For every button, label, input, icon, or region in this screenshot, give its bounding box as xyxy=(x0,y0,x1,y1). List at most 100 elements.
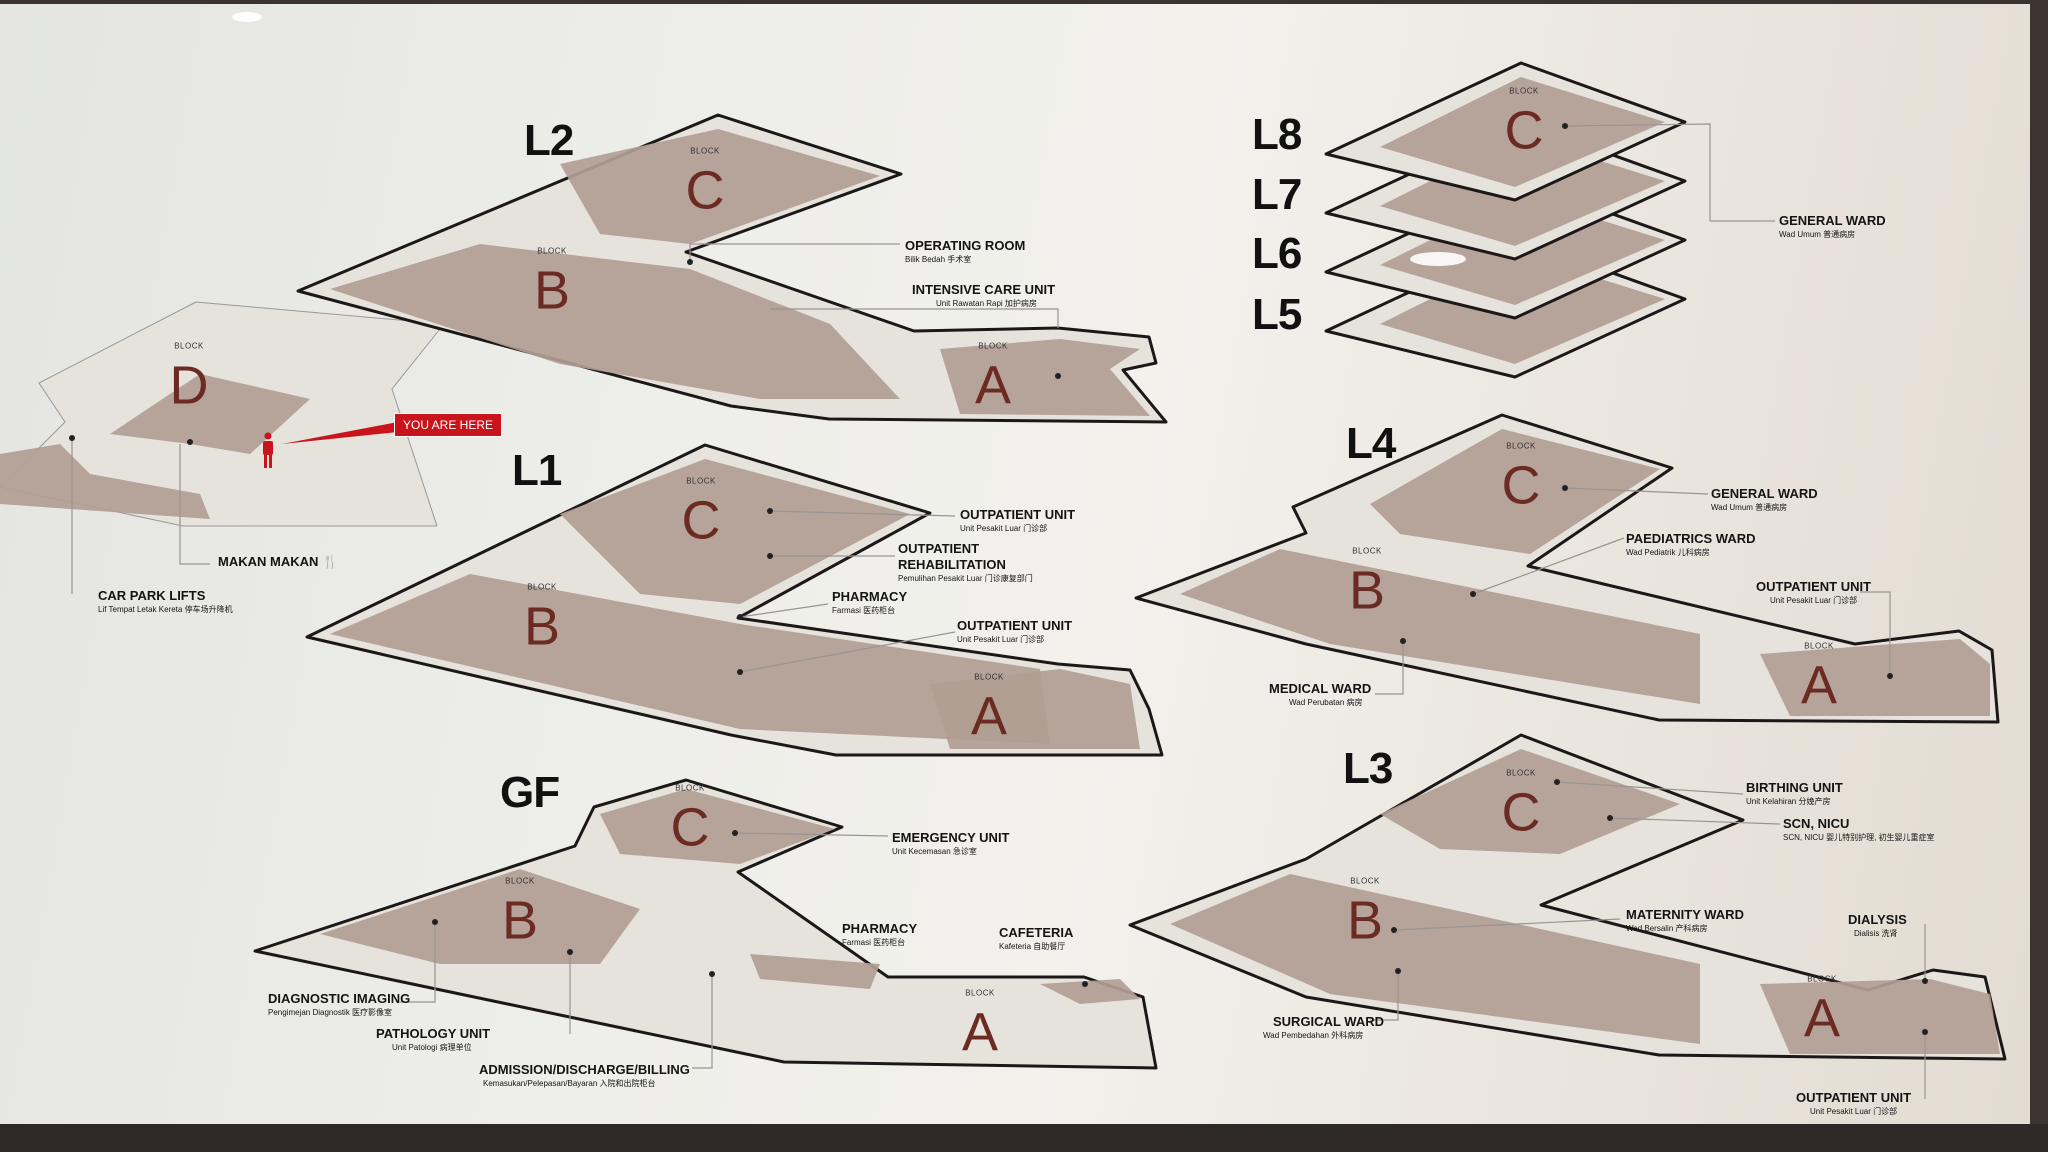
label-title: EMERGENCY UNIT xyxy=(892,830,1010,845)
level-label-l8: L8 xyxy=(1252,110,1302,159)
label-title: PHARMACY xyxy=(832,589,908,604)
label-subtitle: Wad Pembedahan 外科病房 xyxy=(1263,1031,1364,1040)
label-surgical-ward: SURGICAL WARD Wad Pembedahan 外科病房 xyxy=(1263,1014,1384,1042)
label-title: GENERAL WARD xyxy=(1711,486,1818,501)
block-letter: B xyxy=(1346,890,1384,951)
label-subtitle: Unit Pesakit Luar 门诊部 xyxy=(1810,1107,1898,1116)
label-title: SURGICAL WARD xyxy=(1273,1014,1384,1029)
level-label-l7: L7 xyxy=(1252,170,1302,219)
label-subtitle: Wad Umum 普通病房 xyxy=(1779,230,1856,239)
l1-block-b: BLOCK B xyxy=(524,583,560,658)
label-title: PATHOLOGY UNIT xyxy=(376,1026,491,1041)
location-dots xyxy=(69,123,1928,1035)
block-word: BLOCK xyxy=(1350,876,1380,886)
label-subtitle: Wad Umum 普通病房 xyxy=(1711,503,1788,512)
label-title: INTENSIVE CARE UNIT xyxy=(912,282,1056,297)
label-title: OUTPATIENT UNIT xyxy=(960,507,1076,522)
block-d-marker: BLOCK D xyxy=(170,342,209,417)
label-title: OUTPATIENT UNIT xyxy=(1756,579,1872,594)
label-subtitle: Lif Tempat Letak Kereta 停车场升降机 xyxy=(98,605,233,614)
block-word: BLOCK xyxy=(1506,441,1536,451)
block-word: BLOCK xyxy=(174,341,204,351)
block-word: BLOCK xyxy=(965,988,995,998)
label-subtitle: Wad Pediatrik 儿科病房 xyxy=(1626,548,1710,557)
leader-lines xyxy=(71,123,1926,1099)
label-title: OPERATING ROOM xyxy=(905,238,1026,253)
block-word: BLOCK xyxy=(675,783,705,793)
label-l3-outpatient: OUTPATIENT UNIT Unit Pesakit Luar 门诊部 xyxy=(1796,1090,1911,1118)
level-label-l4: L4 xyxy=(1346,419,1396,468)
light-reflection xyxy=(232,12,262,22)
label-subtitle: Unit Pesakit Luar 门诊部 xyxy=(960,524,1048,533)
level-label-l5: L5 xyxy=(1252,290,1302,339)
block-letter: B xyxy=(533,260,571,321)
label-title: BIRTHING UNIT xyxy=(1746,780,1843,795)
you-are-here-badge: YOU ARE HERE xyxy=(394,413,503,437)
label-subtitle: Unit Patologi 病理单位 xyxy=(392,1043,472,1052)
label-title: SCN, NICU xyxy=(1783,816,1850,831)
block-word: BLOCK xyxy=(527,582,557,592)
l4-block-c: BLOCK C xyxy=(1502,442,1541,517)
label-l4-general-ward: GENERAL WARD Wad Umum 普通病房 xyxy=(1711,486,1818,514)
gf-block-c: BLOCK C xyxy=(671,784,710,859)
level-label-l2: L2 xyxy=(524,116,574,165)
label-medical-ward: MEDICAL WARD Wad Perubatan 病房 xyxy=(1269,681,1371,709)
label-subtitle: Wad Bersalin 产科病房 xyxy=(1626,924,1708,933)
frame-bottom xyxy=(0,1124,2048,1152)
frame-edge xyxy=(2030,0,2048,1152)
label-makan-makan: MAKAN MAKAN 🍴 xyxy=(218,554,338,570)
block-letter: B xyxy=(523,596,561,657)
label-title: MAKAN MAKAN 🍴 xyxy=(218,554,338,570)
level-label-l6: L6 xyxy=(1252,229,1302,278)
level-l4-floor xyxy=(1134,413,2000,724)
label-subtitle: Wad Perubatan 病房 xyxy=(1289,698,1363,707)
cutlery-icon: 🍴 xyxy=(322,554,339,569)
label-title: DIAGNOSTIC IMAGING xyxy=(268,991,411,1006)
level-gf-floor xyxy=(253,778,1158,1070)
building-d-floor xyxy=(0,301,445,527)
label-text: MAKAN MAKAN xyxy=(218,554,319,569)
label-title: MEDICAL WARD xyxy=(1269,681,1372,696)
block-word: BLOCK xyxy=(1807,974,1837,984)
block-word: BLOCK xyxy=(686,476,716,486)
level-label-l3: L3 xyxy=(1343,744,1393,793)
block-letter: C xyxy=(1501,782,1541,843)
block-letter: C xyxy=(1501,455,1541,516)
level-label-gf: GF xyxy=(500,768,560,817)
label-car-park-lifts: CAR PARK LIFTS Lif Tempat Letak Kereta 停车… xyxy=(98,588,233,616)
block-word: BLOCK xyxy=(690,146,720,156)
block-letter: C xyxy=(670,797,710,858)
block-word: BLOCK xyxy=(1506,768,1536,778)
label-pathology: PATHOLOGY UNIT Unit Patologi 病理单位 xyxy=(376,1026,490,1054)
label-subtitle: Pemulihan Pesakit Luar 门诊康复部门 xyxy=(898,574,1033,583)
label-title: OUTPATIENT UNIT xyxy=(957,618,1073,633)
block-letter: A xyxy=(961,1002,999,1063)
level-label-l1: L1 xyxy=(512,446,562,495)
level-l2-floor xyxy=(296,113,1168,424)
label-birthing-unit: BIRTHING UNIT Unit Kelahiran 分娩产房 xyxy=(1746,780,1843,808)
label-subtitle: Unit Kelahiran 分娩产房 xyxy=(1746,797,1831,806)
block-letter: D xyxy=(169,355,209,416)
block-letter: A xyxy=(970,686,1008,747)
label-title: CAR PARK LIFTS xyxy=(98,588,206,603)
floor-plan-map xyxy=(0,61,2007,1099)
label-title: OUTPATIENT UNIT xyxy=(1796,1090,1912,1105)
label-subtitle: Dialisis 洗肾 xyxy=(1854,929,1898,938)
person-icon xyxy=(263,432,273,468)
